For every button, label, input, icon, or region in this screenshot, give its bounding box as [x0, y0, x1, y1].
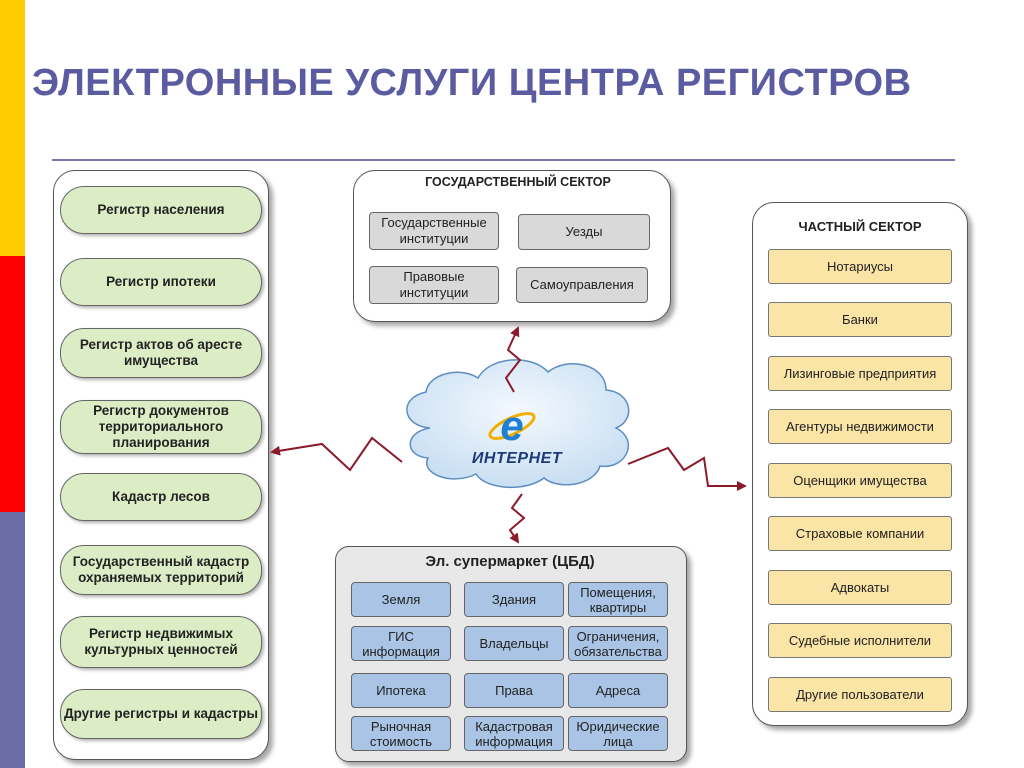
- svg-text:e: e: [500, 402, 523, 449]
- supermarket-item: ГИС информация: [351, 626, 451, 661]
- register-item: Государственный кадастр охраняемых терри…: [60, 545, 262, 595]
- private-item: Нотариусы: [768, 249, 952, 284]
- register-item: Регистр недвижимых культурных ценностей: [60, 616, 262, 668]
- internet-explorer-icon: e: [488, 402, 536, 449]
- private-sector-heading: ЧАСТНЫЙ СЕКТОР: [798, 219, 922, 234]
- supermarket-item: Ипотека: [351, 673, 451, 708]
- left-stripe-red: [0, 256, 25, 512]
- supermarket-item: Адреса: [568, 673, 668, 708]
- register-item: Регистр населения: [60, 186, 262, 234]
- supermarket-item: Рыночная стоимость: [351, 716, 451, 751]
- register-item: Другие регистры и кадастры: [60, 689, 262, 739]
- register-item: Кадастр лесов: [60, 473, 262, 521]
- gov-item: Государственные институции: [369, 212, 499, 250]
- register-item: Регистр актов об аресте имущества: [60, 328, 262, 378]
- supermarket-heading: Эл. супермаркет (ЦБД): [425, 553, 595, 570]
- arrow-to-private: [627, 446, 747, 491]
- internet-label: ИНТЕРНЕТ: [471, 450, 563, 467]
- supermarket-item: Помещения, квартиры: [568, 582, 668, 617]
- supermarket-item: Права: [464, 673, 564, 708]
- supermarket-item: Земля: [351, 582, 451, 617]
- private-item: Лизинговые предприятия: [768, 356, 952, 391]
- gov-item: Самоуправления: [516, 267, 648, 303]
- gov-sector-heading: ГОСУДАРСТВЕННЫЙ СЕКТОР: [425, 175, 611, 189]
- private-item: Агентуры недвижимости: [768, 409, 952, 444]
- gov-item: Правовые институции: [369, 266, 499, 304]
- supermarket-item: Ограничения, обязательства: [568, 626, 668, 661]
- slide-title: ЭЛЕКТРОННЫЕ УСЛУГИ ЦЕНТРА РЕГИСТРОВ: [32, 62, 912, 104]
- supermarket-item: Владельцы: [464, 626, 564, 661]
- private-item: Другие пользователи: [768, 677, 952, 712]
- register-item: Регистр ипотеки: [60, 258, 262, 306]
- title-divider: [52, 159, 955, 161]
- gov-item: Уезды: [518, 214, 650, 250]
- left-stripe-yellow: [0, 0, 25, 256]
- left-stripe-purple: [0, 512, 25, 768]
- private-item: Банки: [768, 302, 952, 337]
- private-item: Судебные исполнители: [768, 623, 952, 658]
- supermarket-item: Кадастровая информация: [464, 716, 564, 751]
- arrow-to-gov: [504, 326, 522, 393]
- register-item: Регистр документов территориального план…: [60, 400, 262, 454]
- internet-cloud: [406, 359, 630, 488]
- private-item: Оценщики имущества: [768, 463, 952, 498]
- supermarket-item: Юридические лица: [568, 716, 668, 751]
- arrow-to-supermarket: [508, 493, 526, 544]
- arrow-to-registers: [270, 436, 403, 472]
- private-item: Адвокаты: [768, 570, 952, 605]
- supermarket-item: Здания: [464, 582, 564, 617]
- private-item: Страховые компании: [768, 516, 952, 551]
